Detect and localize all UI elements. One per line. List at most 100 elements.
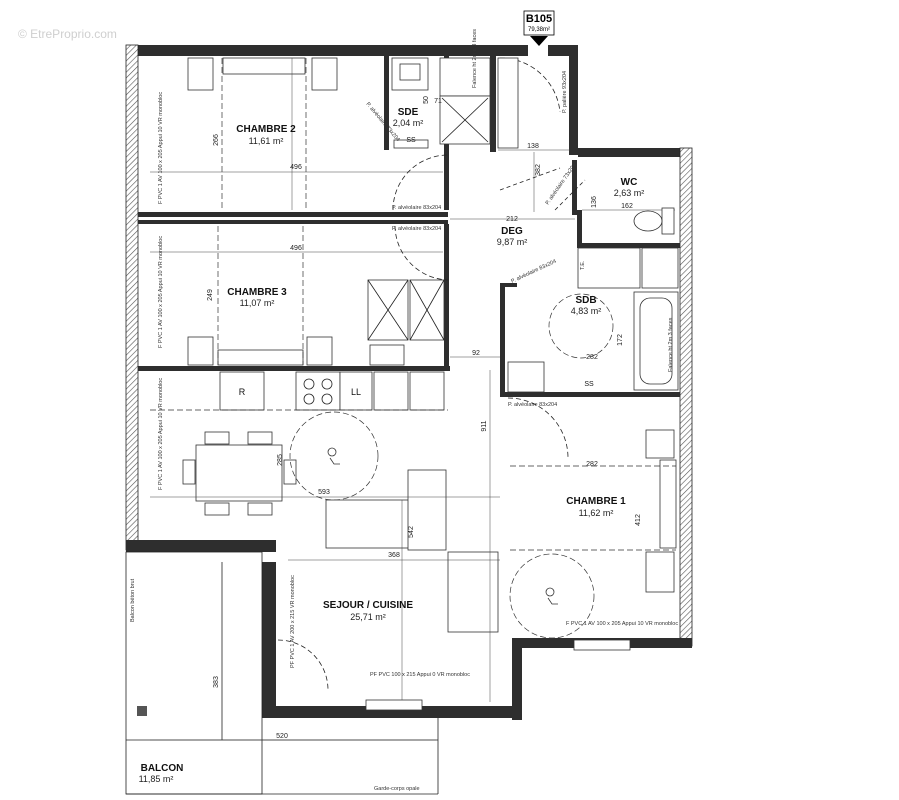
dimension-label: 383 (213, 676, 220, 688)
shower-icon (439, 57, 491, 97)
room-wc[interactable]: WC 2,63 m² 162 136 P. alvéolaire 73x204 (545, 162, 675, 235)
dimension-label: 249 (207, 289, 214, 301)
dimension-label: 412 (635, 514, 642, 526)
window-frame (365, 699, 423, 711)
dimension-label: 368 (388, 552, 400, 559)
dining-table (195, 444, 283, 502)
dimension-label: 282 (586, 461, 598, 468)
dimension-label: 285 (277, 454, 284, 466)
room-name: WC (621, 177, 638, 188)
nightstand (306, 336, 333, 366)
pillow (217, 349, 304, 366)
sideboard (447, 551, 499, 633)
window-note: PF PVC 100 x 215 Appui 0 VR monobloc (370, 672, 470, 678)
watermark-text: © EtreProprio.com (18, 27, 117, 41)
door-note: P. alvéolaire 83x204 (392, 205, 441, 211)
drain-icon (137, 706, 147, 716)
room-name: CHAMBRE 2 (236, 124, 296, 135)
dimension-label: 282 (586, 354, 598, 361)
sink-basin (399, 63, 421, 81)
fridge-label: R (239, 387, 246, 397)
apartment-area: 79,38m² (528, 27, 550, 33)
door-note: P. alvéolaire 83x204 (510, 259, 557, 285)
room-area: 2,04 m² (393, 118, 424, 128)
kitchen-sink-icon (373, 371, 409, 411)
window-note: F PVC 1 AV 100 x 205 Appui 10 VR monoblo… (158, 236, 164, 348)
room-area: 2,63 m² (614, 188, 645, 198)
room-balcon[interactable]: 520 383 BALCON 11,85 m² Balcon béton bru… (125, 551, 439, 795)
room-deg[interactable]: 138 382 212 92 DEG 9,87 m² P. palière 93… (392, 57, 575, 358)
ss-label: SS (584, 381, 594, 388)
room-area: 11,61 m² (249, 136, 284, 146)
dimension-label: 138 (527, 143, 539, 150)
tiling-note: Faïence ht 2m à 3 faces (472, 29, 478, 88)
chair (247, 502, 273, 516)
dimension-label: 542 (408, 526, 415, 538)
dimension-label: 92 (472, 350, 480, 357)
ss-label: SS (406, 137, 416, 144)
dishwasher-label: LL (351, 387, 361, 397)
apartment-id: B105 (526, 13, 552, 25)
tiling-note: Faïence ht 2m 3 faces (668, 317, 674, 372)
chair (283, 459, 297, 485)
room-area: 11,62 m² (579, 508, 614, 518)
window-note: PF PVC 1 AV 200 x 215 VR monobloc (290, 575, 296, 668)
fridge (219, 371, 265, 411)
room-sdb[interactable]: T.E. SDB 4,83 m² 282 172 SS Faïence ht 2… (507, 247, 679, 408)
room-name: BALCON (141, 763, 184, 774)
room-chambre-3[interactable]: 496 249 CHAMBRE 3 11,07 m² F PVC 1 AV 10… (150, 225, 449, 366)
dimension-label: 172 (617, 334, 624, 346)
dimension-label: 136 (591, 196, 598, 208)
te-label: T.E. (580, 260, 586, 270)
room-chambre-2[interactable]: CHAMBRE 2 11,61 m² 496 266 F PVC 1 AV 10… (150, 57, 449, 211)
room-area: 4,83 m² (571, 306, 602, 316)
window-frame (573, 639, 631, 651)
room-sde[interactable]: SDE 2,04 m² 50 71 SS P. alvéolaire 73x20… (364, 29, 491, 149)
balcony-note: Balcon béton brut (130, 578, 136, 622)
wheelchair-icon (545, 587, 558, 605)
dimension-label: 911 (481, 420, 488, 431)
chair (182, 459, 196, 485)
toilet-tank (661, 207, 675, 235)
entrance-arrow-icon (530, 36, 548, 46)
nightstand (187, 336, 214, 366)
exterior-walls (125, 44, 693, 720)
washing-machine-icon (577, 247, 641, 289)
dimension-label: 496 (290, 164, 302, 171)
sanitary-sheath (393, 139, 429, 149)
window-note: F PVC 1 AV 100 x 205 Appui 10 VR monoblo… (158, 92, 164, 204)
room-area: 11,07 m² (240, 298, 275, 308)
room-name: SEJOUR / CUISINE (323, 600, 413, 611)
room-sejour-cuisine[interactable]: R LL 593 368 911 285 542 SEJOUR / CUISIN… (150, 370, 500, 711)
toilet-icon (633, 210, 663, 232)
dimension-label: 212 (506, 216, 518, 223)
dimension-label: 496 (290, 245, 302, 252)
railing-note: Garde-corps opale (374, 786, 420, 792)
armchair (407, 469, 447, 551)
window-note: F PVC 1 AV 100 x 205 Appui 10 VR monoblo… (566, 621, 678, 627)
room-name: SDE (398, 107, 419, 118)
entry-cupboard (497, 57, 519, 149)
sink-icon (507, 361, 545, 393)
pillow (222, 57, 306, 75)
room-chambre-1[interactable]: 282 412 CHAMBRE 1 11,62 m² F PVC 1 AV 10… (507, 397, 678, 651)
dishwasher (339, 371, 373, 411)
drainer (409, 371, 445, 411)
room-name: DEG (501, 226, 523, 237)
sofa (325, 499, 411, 549)
nightstand (311, 57, 338, 91)
room-name: CHAMBRE 1 (566, 496, 626, 507)
room-area: 25,71 m² (350, 612, 386, 622)
apartment-badge: B105 79,38m² (523, 10, 555, 46)
interior-walls (138, 56, 680, 397)
cooktop-icon (295, 371, 341, 411)
dimension-label: 50 (423, 96, 430, 104)
nightstand (645, 429, 675, 459)
nightstand (187, 57, 214, 91)
dimension-label: 71 (434, 98, 442, 105)
bathtub-basin (639, 297, 673, 385)
window-note: F PVC 1 AV 100 x 205 Appui 10 VR monoblo… (158, 378, 164, 490)
room-area: 9,87 m² (497, 237, 528, 247)
nightstand (645, 551, 675, 593)
